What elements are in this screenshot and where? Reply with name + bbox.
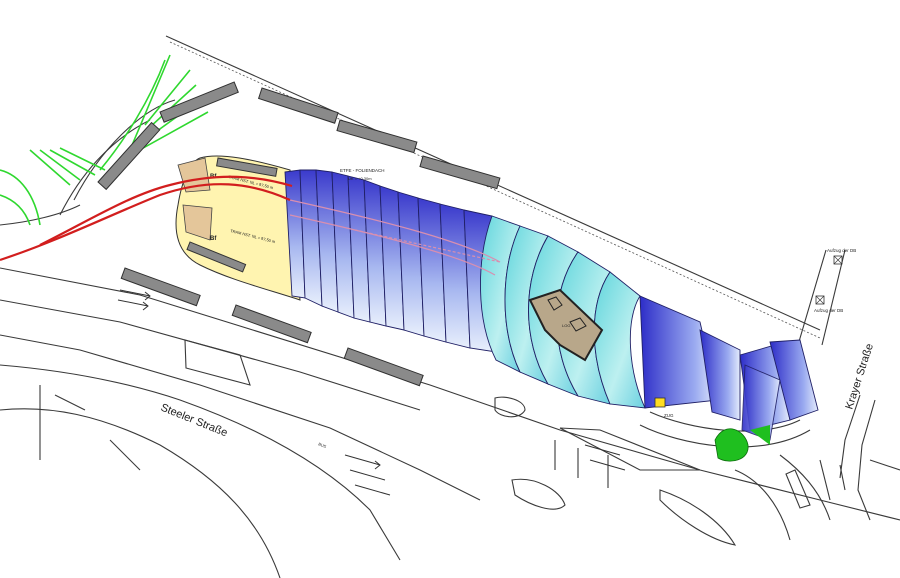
rail-red-lower xyxy=(0,183,291,262)
road-stub-3 xyxy=(109,439,141,471)
steeler-lane-3 xyxy=(0,334,481,501)
elevator-box-top xyxy=(833,255,843,265)
blade xyxy=(593,271,646,409)
zug-label: ZUG xyxy=(664,413,674,418)
green-stalls-2 xyxy=(29,147,106,186)
green-curve-3 xyxy=(0,194,31,226)
platform-4 xyxy=(419,155,501,190)
kiosk-building: LOG xyxy=(528,288,604,362)
station-edge-bottom xyxy=(186,241,247,273)
stair-upper xyxy=(177,157,211,193)
kiosk-rooms xyxy=(547,296,587,332)
aufzug-label-top: Aufzug der DB xyxy=(827,248,856,253)
green-parking-area xyxy=(0,54,209,226)
stair-lower xyxy=(182,204,213,241)
bf-label-lower: Bf xyxy=(210,236,217,242)
kiosk-label: LOG xyxy=(562,323,570,328)
platform-8 xyxy=(343,347,424,387)
green-curve-1 xyxy=(99,59,166,171)
platform-7 xyxy=(231,304,312,344)
access-road-upper-2 xyxy=(59,119,151,216)
median-3 xyxy=(511,478,566,510)
median-2 xyxy=(494,396,526,418)
platform-6 xyxy=(120,267,201,307)
blade xyxy=(769,339,819,421)
blade xyxy=(699,329,741,421)
platform-1 xyxy=(159,81,239,123)
krayer-lane-3 xyxy=(839,394,861,479)
krayer-strasse-label: Krayer Straße xyxy=(843,342,876,411)
db-elevators: Aufzug der DB Aufzug der DB xyxy=(814,248,856,313)
lane-arrows xyxy=(117,289,626,496)
krayer-island xyxy=(785,469,811,509)
station-edge-top xyxy=(216,157,278,177)
median-4 xyxy=(659,489,737,546)
etfe-canopy: ETFE - FOLIENDACH UK = +0,30m xyxy=(284,168,819,441)
krayer-corner xyxy=(869,459,900,471)
canopy-end xyxy=(639,295,819,441)
green-line xyxy=(129,54,171,151)
elevator-marker xyxy=(654,397,666,408)
elevator-box-mid xyxy=(815,295,825,305)
rail-boundary-dash xyxy=(169,41,821,339)
rail-tracks xyxy=(0,175,293,262)
krayer-lane-2 xyxy=(821,249,846,346)
kiosk-outline xyxy=(528,288,604,362)
road-stub-2 xyxy=(54,394,86,411)
tram-track-2 xyxy=(289,214,496,276)
platform-3 xyxy=(336,119,418,154)
krayer-lane-4 xyxy=(857,399,876,521)
median-5 xyxy=(559,427,701,471)
steeler-strasse-label: Steeler Straße xyxy=(159,402,229,440)
krayer-ticks xyxy=(819,459,846,501)
green-area xyxy=(714,428,749,462)
green-curve-2 xyxy=(0,169,41,226)
aufzug-label-mid: Aufzug der DB xyxy=(814,308,843,313)
steeler-lane-4 xyxy=(0,364,401,561)
bus-label: BUS xyxy=(318,441,328,449)
krayer-curve xyxy=(779,454,831,521)
access-road-upper xyxy=(73,99,176,201)
etfe-label: ETFE - FOLIENDACH xyxy=(340,168,385,173)
tram-track-1 xyxy=(289,199,501,263)
canopy-straight xyxy=(284,169,497,353)
canopy-curve xyxy=(480,215,646,409)
median-1 xyxy=(184,339,251,386)
green-area-2 xyxy=(750,425,770,445)
road-ticks xyxy=(554,440,609,488)
steeler-lane-5 xyxy=(0,408,281,578)
road-network xyxy=(0,35,900,578)
krayer-curve-2 xyxy=(734,469,791,541)
steeler-lane-1 xyxy=(0,267,900,521)
access-road-left xyxy=(0,204,81,226)
etfe-height-label: UK = +0,30m xyxy=(348,176,372,181)
rail-red-upper xyxy=(39,175,293,246)
bus-platforms xyxy=(97,81,501,387)
platform-5 xyxy=(97,121,161,191)
platform-2 xyxy=(257,87,339,124)
